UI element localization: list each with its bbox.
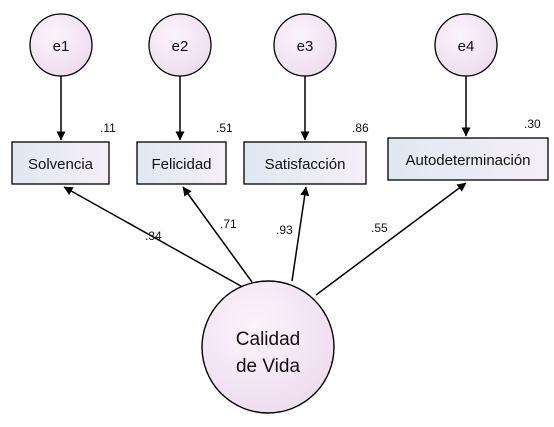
latent-label-line1: Calidad <box>236 329 300 350</box>
indicator-box-satisfaccion: Satisfacción <box>243 141 367 185</box>
indicator-box-felicidad: Felicidad <box>136 141 227 185</box>
error-node-e3: e3 <box>273 13 337 77</box>
indicator-label-solvencia: Solvencia <box>28 156 94 173</box>
latent-node-calidad-de-vida: Calidad de Vida <box>201 280 335 414</box>
indicator-box-autodeterminacion: Autodeterminación <box>387 137 549 181</box>
loading-satisfaccion: .93 <box>276 223 293 237</box>
loading-autodeterminacion: .55 <box>371 221 388 235</box>
loading-arrow-autodeterminacion <box>315 182 467 296</box>
error-node-e1: e1 <box>29 13 93 77</box>
loading-arrow-felicidad <box>182 186 253 283</box>
loading-solvencia: .34 <box>145 229 162 243</box>
indicator-label-felicidad: Felicidad <box>151 156 211 173</box>
error-label-e1: e1 <box>53 38 70 55</box>
r-squared-felicidad: .51 <box>216 121 233 135</box>
indicator-label-satisfaccion: Satisfacción <box>265 156 346 173</box>
error-label-e4: e4 <box>458 38 475 55</box>
error-node-e2: e2 <box>148 13 212 77</box>
indicator-label-autodeterminacion: Autodeterminación <box>405 152 530 169</box>
loading-felicidad: .71 <box>220 217 237 231</box>
r-squared-solvencia: .11 <box>100 121 116 135</box>
latent-label-line2: de Vida <box>236 356 301 377</box>
loading-arrow-satisfaccion <box>291 186 310 282</box>
error-label-e2: e2 <box>172 38 189 55</box>
indicator-box-solvencia: Solvencia <box>11 141 110 185</box>
r-squared-satisfaccion: .86 <box>352 121 369 135</box>
r-squared-autodeterminacion: .30 <box>524 117 541 131</box>
loading-arrow-solvencia <box>63 186 249 291</box>
error-label-e3: e3 <box>297 38 314 55</box>
error-node-e4: e4 <box>434 13 498 77</box>
